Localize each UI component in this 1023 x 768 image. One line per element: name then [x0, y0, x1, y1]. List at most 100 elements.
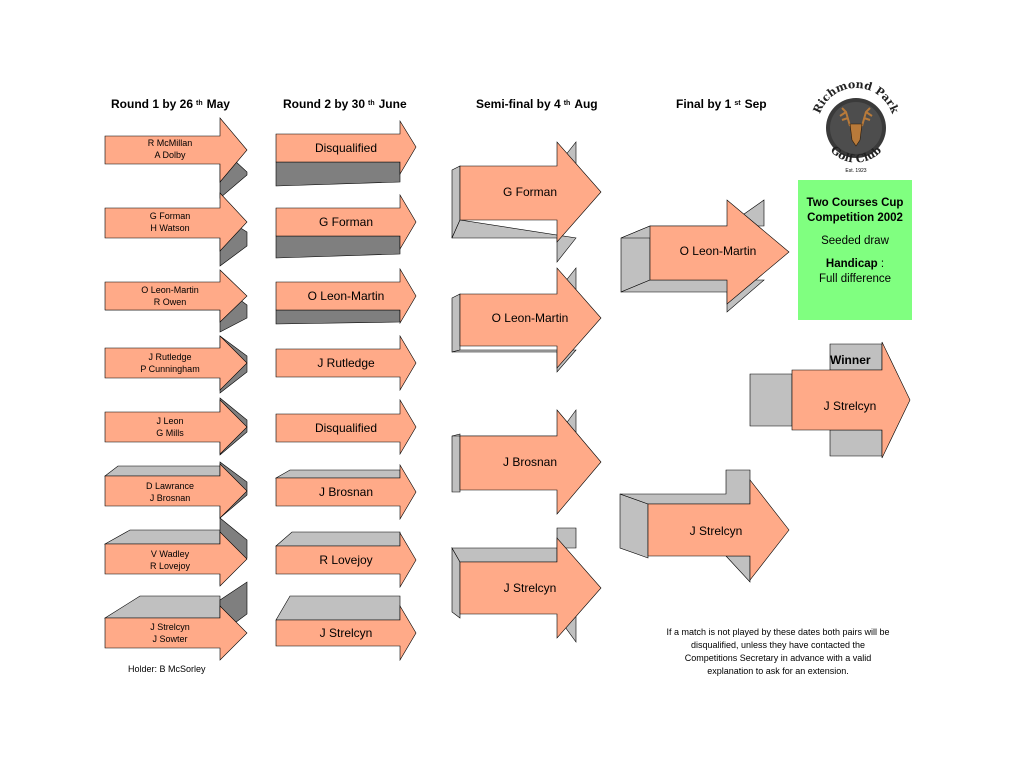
round2-player: O Leon-Martin: [308, 289, 385, 303]
handicap-separator: :: [877, 258, 885, 270]
final-player: J Strelcyn: [690, 524, 743, 538]
round2-header-text: Round 2 by 30: [283, 97, 366, 111]
svg-text:Golf Club: Golf Club: [828, 143, 884, 165]
round1-player-2: G Mills: [156, 428, 184, 438]
disqualification-note: If a match is not played by these dates …: [638, 626, 918, 678]
round1-arrow-face: [104, 531, 248, 587]
note-line-3: Competitions Secretary in advance with a…: [684, 653, 872, 663]
round2-arrow: J Brosnan: [274, 463, 417, 521]
round1-arrow: J Leon G Mills: [104, 397, 248, 456]
round1-arrow: V Wadley R Lovejoy: [103, 517, 248, 587]
round2-arrow-face: [275, 193, 417, 251]
final-header-text: Final by 1: [676, 97, 732, 111]
semi-player: G Forman: [503, 185, 557, 199]
round2-arrow: G Forman: [275, 193, 417, 259]
handicap-row: Handicap :: [798, 257, 912, 272]
round2-arrow-face: [275, 531, 417, 589]
round1-arrow-shadow: [103, 529, 221, 545]
round1-arrow-shadow: [103, 595, 221, 619]
round1-arrow-face: [104, 605, 248, 661]
round1-arrow-face: [104, 117, 248, 183]
final-arrow-side: [725, 555, 751, 583]
round1-arrow: R McMillan A Dolby: [104, 117, 248, 199]
semi-player: O Leon-Martin: [492, 311, 569, 325]
round1-arrow: J Strelcyn J Sowter: [103, 581, 248, 661]
round2-arrow-face: [275, 604, 417, 662]
round2-arrow-face: [275, 267, 417, 325]
round1-player-2: J Brosnan: [150, 493, 191, 503]
logo-bottom-text: Golf Club: [828, 143, 884, 165]
round2-arrow-shadow: [274, 469, 401, 479]
round2-arrow-shadow: [275, 309, 401, 325]
semi-arrow: O Leon-Martin: [451, 267, 602, 373]
seeded-draw-text: Seeded draw: [821, 235, 889, 247]
round2-arrow: J Rutledge: [275, 334, 417, 392]
round1-arrow: G Forman H Watson: [104, 192, 248, 267]
competition-title-line2: Competition 2002: [807, 212, 903, 224]
semi-player: J Brosnan: [503, 455, 557, 469]
round2-arrow-shadow: [275, 595, 401, 621]
semi-arrow: J Strelcyn: [451, 527, 602, 643]
round1-player-1: J Strelcyn: [150, 622, 190, 632]
final-arrow-face: [649, 199, 790, 305]
round2-arrow-shadow: [275, 531, 401, 547]
winner-arrow-face: [791, 341, 911, 459]
round2-header-sup: th: [368, 100, 375, 107]
round1-arrow-face: [104, 335, 248, 391]
note-line-4: explanation to ask for an extension.: [707, 666, 849, 676]
semi-arrow-side: [451, 219, 577, 263]
round1-player-2: R Lovejoy: [150, 561, 191, 571]
round2-arrow-face: [275, 398, 417, 456]
round1-player-1: D Lawrance: [146, 481, 194, 491]
semi-arrow-side: [451, 293, 461, 353]
round1-arrow: D Lawrance J Brosnan: [104, 461, 248, 519]
round2-arrow: R Lovejoy: [275, 531, 417, 589]
round2-arrow: Disqualified: [275, 398, 417, 456]
final-header-sup: st: [734, 100, 741, 107]
round2-arrow-face: [275, 334, 417, 392]
round1-arrow-face: [104, 399, 248, 455]
competition-info-box: Two Courses Cup Competition 2002 Seeded …: [798, 180, 912, 320]
round1-player-2: H Watson: [150, 223, 189, 233]
winner-name: J Strelcyn: [824, 399, 877, 413]
note-line-1: If a match is not played by these dates …: [666, 627, 890, 637]
final-header-month: Sep: [744, 97, 767, 111]
round1-player-1: R McMillan: [148, 138, 193, 148]
semi-arrow: J Brosnan: [451, 409, 602, 515]
handicap-label: Handicap: [825, 258, 878, 270]
semi-arrow-face: [459, 409, 602, 515]
round1-player-2: R Owen: [154, 297, 187, 307]
semi-arrow: G Forman: [451, 141, 602, 263]
round1-player-2: P Cunningham: [140, 364, 199, 374]
round1-arrow-shadow: [104, 465, 221, 477]
semi-player: J Strelcyn: [504, 581, 557, 595]
round1-header-month: May: [206, 97, 230, 111]
winner-arrow-side: [829, 429, 883, 457]
round1-header-text: Round 1 by 26: [111, 97, 194, 111]
round2-player: Disqualified: [315, 141, 377, 155]
round2-player: R Lovejoy: [319, 553, 372, 567]
round1-player-2: A Dolby: [154, 150, 186, 160]
final-arrow-side: [619, 493, 649, 559]
round1-player-1: J Leon: [156, 416, 183, 426]
round1-arrow-face: [104, 463, 248, 519]
final-arrow-face: [647, 479, 790, 581]
semi-arrow-side: [451, 433, 461, 493]
note-line-2: disqualified, unless they have contacted…: [690, 640, 866, 650]
semi-header-month: Aug: [574, 97, 598, 111]
round2-arrow-face: [275, 119, 417, 176]
round1-arrow-face: [104, 192, 248, 252]
round2-arrow: O Leon-Martin: [275, 267, 417, 325]
round2-arrow-shadow: [275, 161, 401, 187]
competition-title-line1: Two Courses Cup: [806, 197, 904, 209]
round2-player: G Forman: [319, 215, 373, 229]
round1-header-sup: th: [196, 100, 203, 107]
round2-arrow: Disqualified: [275, 119, 417, 187]
semi-arrow-face: [459, 537, 602, 639]
round2-player: J Rutledge: [317, 356, 375, 370]
